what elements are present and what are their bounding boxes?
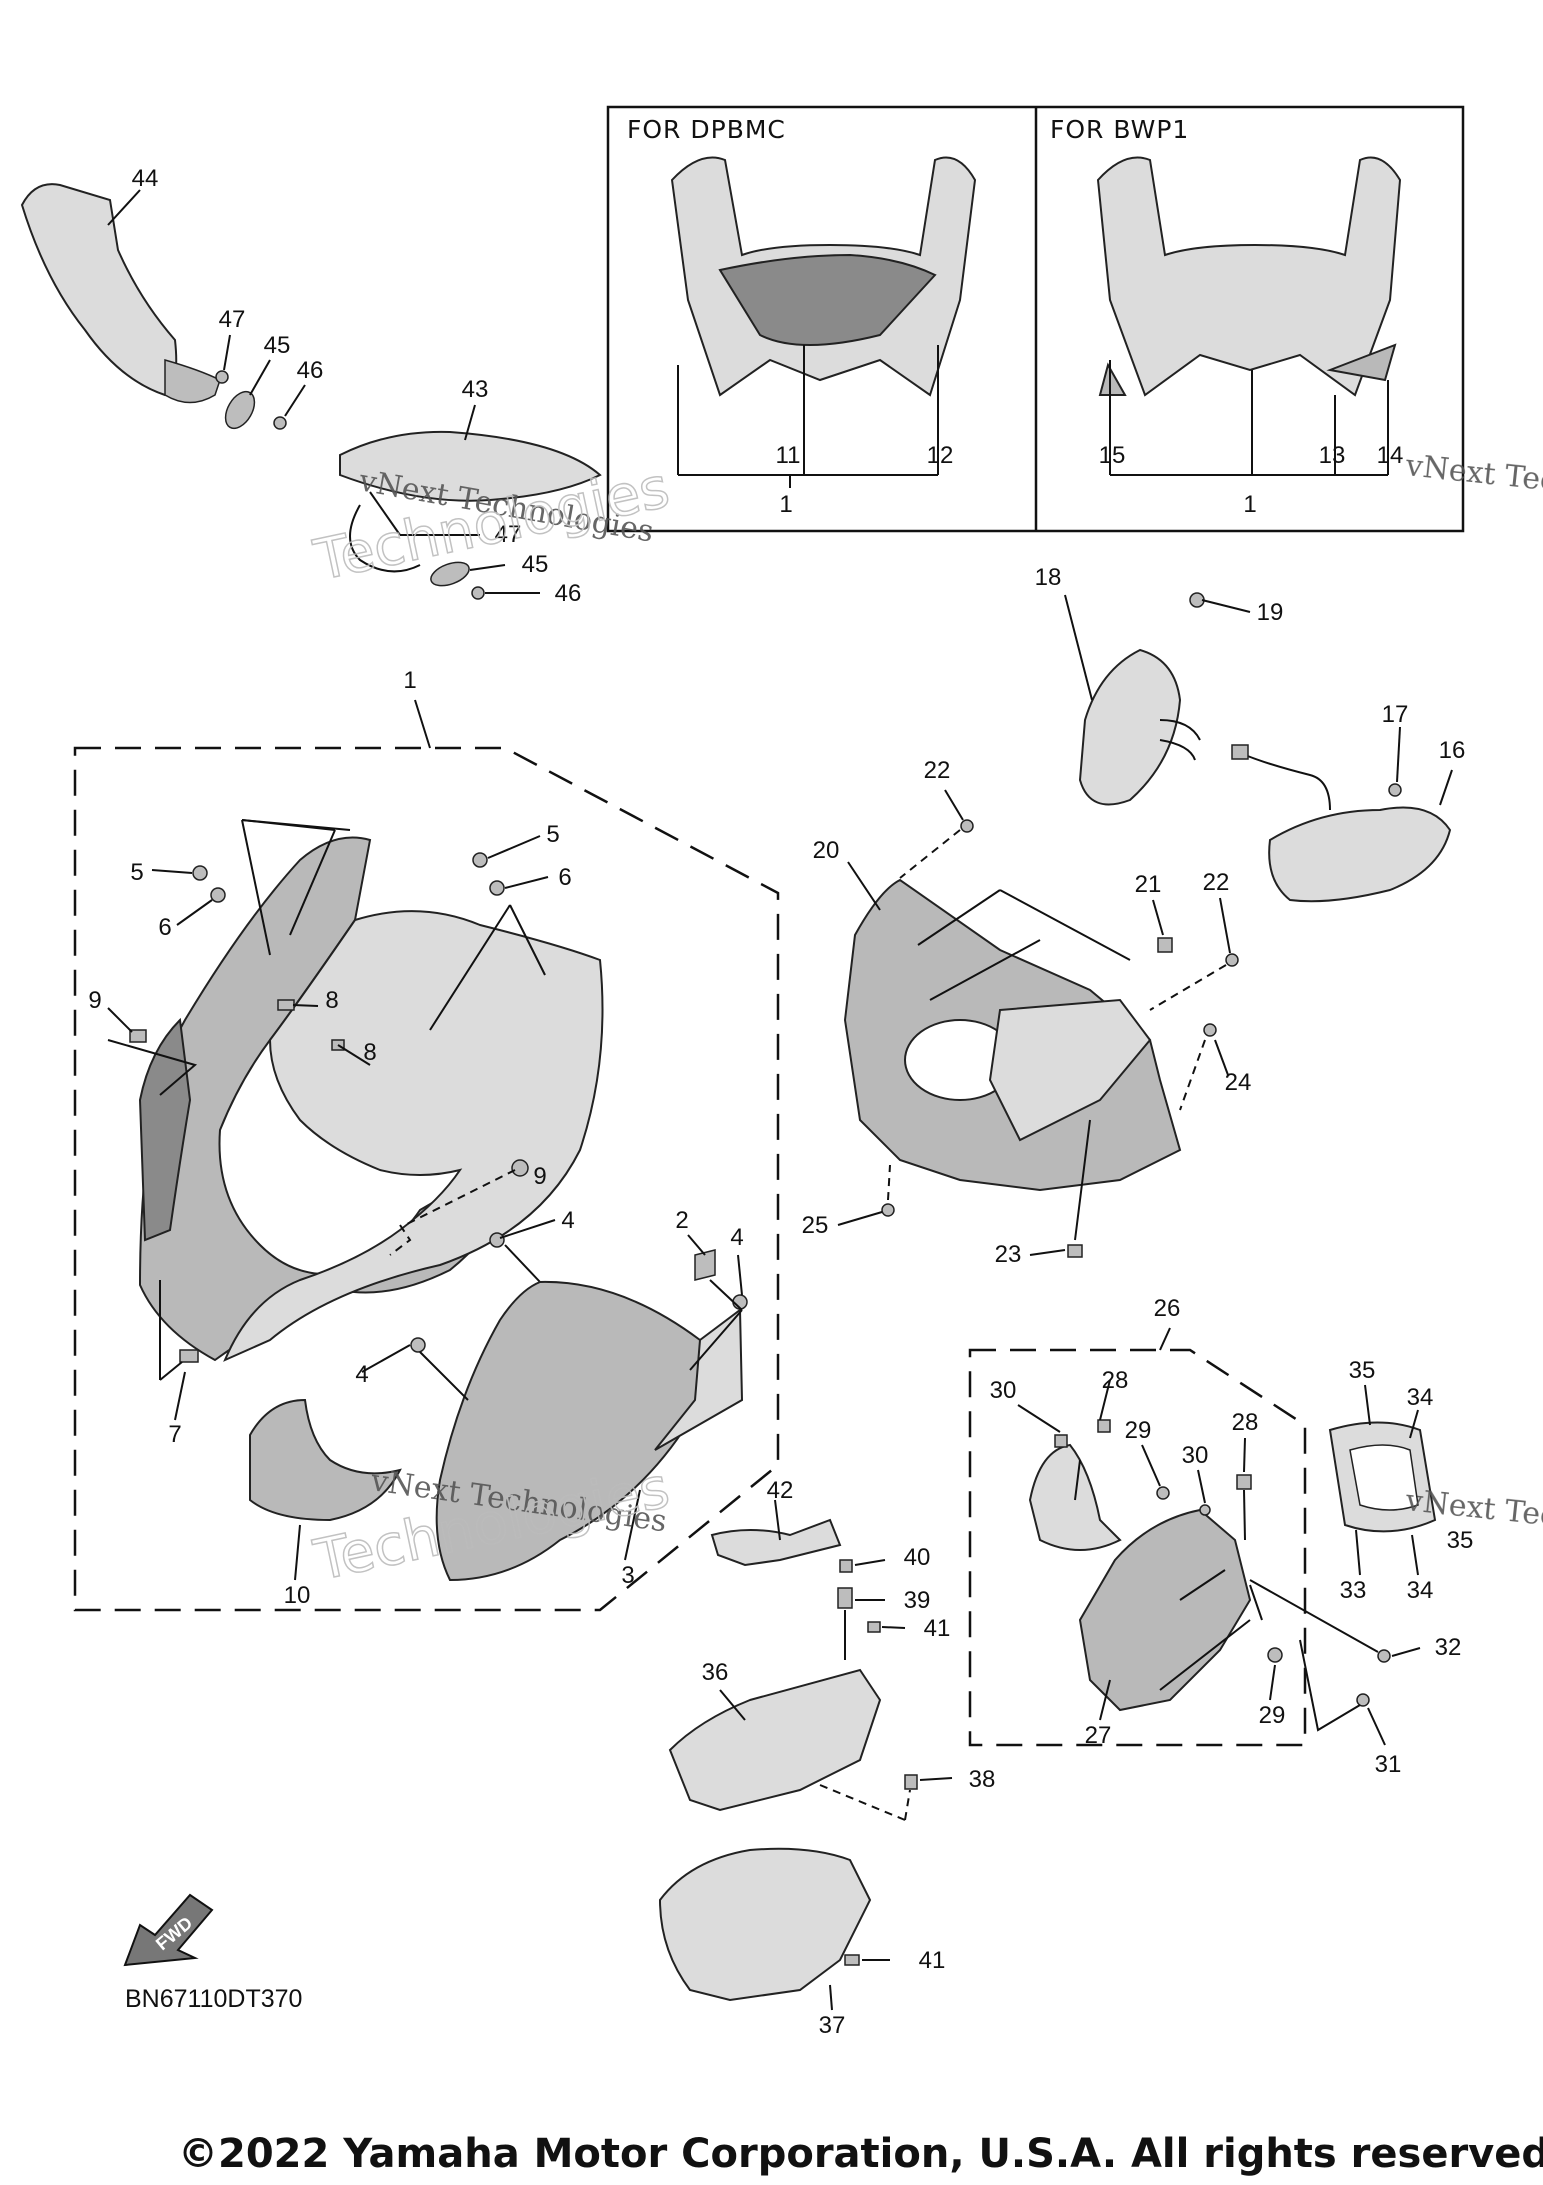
front-frame-stay: 22 20 21 22 24 25 23 — [802, 757, 1252, 1268]
callout-47-left: 47 — [219, 306, 246, 333]
callout-6-right: 6 — [558, 864, 571, 891]
callout-1-group: 1 — [403, 667, 416, 694]
callout-30-right: 30 — [1182, 1442, 1209, 1469]
callout-17: 17 — [1382, 701, 1409, 728]
callout-25: 25 — [802, 1212, 829, 1239]
label-14: 14 — [1377, 442, 1404, 469]
label-15: 15 — [1099, 442, 1126, 469]
lower-duct-parts: 42 40 39 41 36 38 41 37 — [658, 1477, 996, 2039]
callout-45-right: 45 — [522, 551, 549, 578]
callout-47-right: 47 — [495, 521, 522, 548]
callout-9-left: 9 — [88, 987, 101, 1014]
label-13: 13 — [1319, 442, 1346, 469]
callout-45-left: 45 — [264, 332, 291, 359]
callout-4-right: 4 — [730, 1224, 743, 1251]
callout-34-top: 34 — [1407, 1384, 1434, 1411]
callout-9-right: 9 — [533, 1163, 546, 1190]
label-1-dpbmc: 1 — [779, 491, 792, 518]
callout-10: 10 — [284, 1582, 311, 1609]
callout-29-top: 29 — [1125, 1417, 1152, 1444]
callout-7: 7 — [168, 1421, 181, 1448]
callout-34-bottom: 34 — [1407, 1577, 1434, 1604]
fwd-arrow-icon: FWD — [123, 1893, 214, 1967]
meter-bracket-group: 26 30 28 29 30 28 35 34 35 33 34 — [968, 1295, 1474, 1778]
callout-43: 43 — [462, 376, 489, 403]
callout-18: 18 — [1035, 564, 1062, 591]
callout-19: 19 — [1257, 599, 1284, 626]
callout-46-left: 46 — [297, 357, 324, 384]
callout-38: 38 — [969, 1766, 996, 1793]
callout-30-left: 30 — [990, 1377, 1017, 1404]
variant-title-dpbmc: FOR DPBMC — [627, 115, 786, 144]
cowling-dpbmc-illustration — [670, 156, 977, 397]
callout-24: 24 — [1225, 1069, 1252, 1096]
callout-33: 33 — [1340, 1577, 1367, 1604]
callout-21: 21 — [1135, 871, 1162, 898]
callout-16: 16 — [1439, 737, 1466, 764]
callout-39: 39 — [904, 1587, 931, 1614]
callout-40: 40 — [904, 1544, 931, 1571]
callout-42: 42 — [767, 1477, 794, 1504]
callout-41-lower: 41 — [919, 1947, 946, 1974]
variant-title-bwp1: FOR BWP1 — [1050, 115, 1189, 144]
callout-5-right: 5 — [546, 821, 559, 848]
callout-35-bottom: 35 — [1447, 1527, 1474, 1554]
diagram-code: BN67110DT370 — [125, 1985, 302, 2013]
callout-23: 23 — [995, 1241, 1022, 1268]
callout-27: 27 — [1085, 1722, 1112, 1749]
variant-inset-box: FOR DPBMC FOR BWP1 11 12 1 15 13 14 1 — [606, 105, 1465, 533]
watermark-2: vNext Technologies — [1403, 448, 1543, 514]
callout-8-lower: 8 — [363, 1039, 376, 1066]
copyright-notice: ©2022 Yamaha Motor Corporation, U.S.A. A… — [178, 2131, 1543, 2177]
cowling-bwp1-illustration — [1096, 156, 1402, 397]
headlight-assembly: 19 18 17 16 — [1035, 564, 1466, 903]
callout-5-left: 5 — [130, 859, 143, 886]
callout-3: 3 — [621, 1562, 634, 1589]
callout-20: 20 — [813, 837, 840, 864]
callout-8-upper: 8 — [325, 987, 338, 1014]
callout-28-left: 28 — [1102, 1367, 1129, 1394]
callout-37: 37 — [819, 2012, 846, 2039]
callout-44: 44 — [132, 165, 159, 192]
callout-6-left: 6 — [158, 914, 171, 941]
callout-22-top: 22 — [924, 757, 951, 784]
label-12: 12 — [927, 442, 954, 469]
callout-32: 32 — [1435, 1634, 1462, 1661]
callout-2: 2 — [675, 1207, 688, 1234]
upper-cowling-group: 1 5 6 5 6 9 — [73, 667, 780, 1612]
label-11: 11 — [776, 442, 801, 469]
callout-46-right: 46 — [555, 580, 582, 607]
callout-4-left: 4 — [355, 1361, 368, 1388]
callout-31: 31 — [1375, 1751, 1402, 1778]
callout-36: 36 — [702, 1659, 729, 1686]
mirror-right-illustration — [339, 430, 602, 600]
callout-29-bottom: 29 — [1259, 1702, 1286, 1729]
callout-26: 26 — [1154, 1295, 1181, 1322]
callout-41-upper: 41 — [924, 1615, 951, 1642]
callout-28-right: 28 — [1232, 1409, 1259, 1436]
label-1-bwp1: 1 — [1243, 491, 1256, 518]
callout-35-top: 35 — [1349, 1357, 1376, 1384]
callout-22-right: 22 — [1203, 869, 1230, 896]
callout-4-top: 4 — [561, 1207, 574, 1234]
mirror-left-illustration — [20, 183, 221, 404]
